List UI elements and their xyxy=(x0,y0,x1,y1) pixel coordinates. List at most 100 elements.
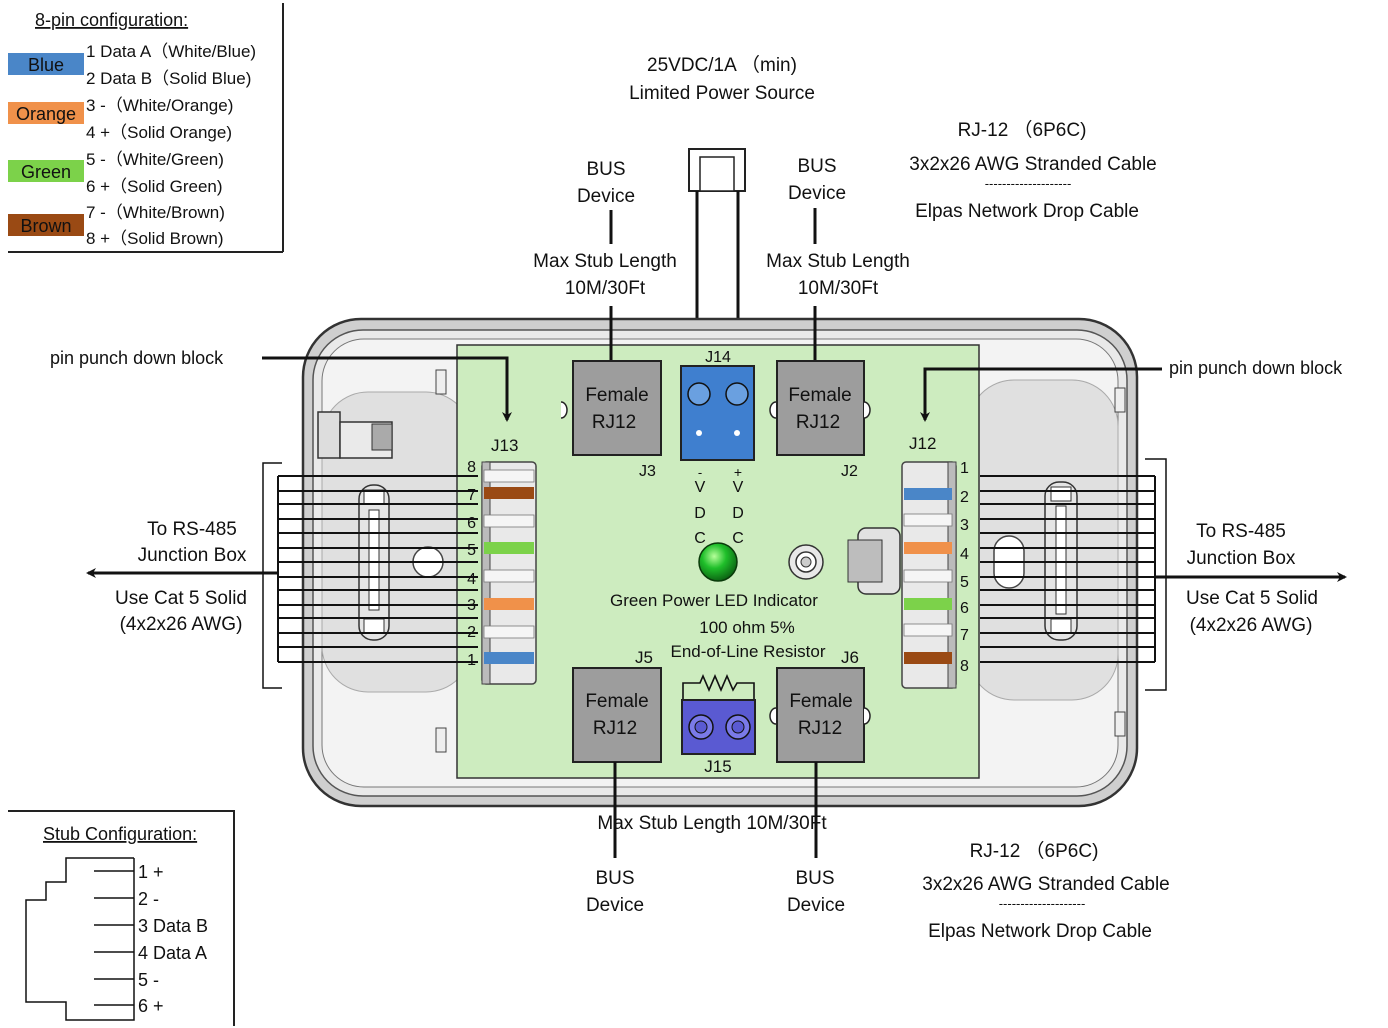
stub-config-legend: Stub Configuration: 1 + 2 - 3 Data B 4 D… xyxy=(8,810,235,1026)
side-connector xyxy=(847,527,901,595)
pin-config-title: 8-pin configuration: xyxy=(35,10,188,30)
stub-pin-label: 3 Data B xyxy=(138,916,208,936)
punch-block-j13: 8 7 6 5 4 3 2 1 xyxy=(467,459,537,685)
power-terminal-j14 xyxy=(680,365,755,461)
cable-type: RJ-12 （6P6C) xyxy=(970,840,1099,862)
cable-type-label: Use Cat 5 Solid xyxy=(1186,588,1318,609)
cable-type: RJ-12 （6P6C) xyxy=(958,119,1087,141)
pin-number: 6 xyxy=(960,600,969,617)
max-stub-label: Max Stub Length xyxy=(533,251,677,272)
rj12-j5: Female RJ12 xyxy=(572,667,662,858)
pin-config-item: 5 -（White/Green) xyxy=(86,150,224,169)
wire-slot-orange xyxy=(484,598,534,610)
vdc-letter: V xyxy=(733,479,744,496)
j5-label: J5 xyxy=(635,648,653,667)
pin-number: 4 xyxy=(467,571,476,588)
reset-button-icon xyxy=(788,544,824,580)
resistor-icon xyxy=(682,673,755,713)
pin-number: 3 xyxy=(960,517,969,534)
female-label: Female xyxy=(788,385,851,406)
pin-number: 7 xyxy=(467,487,476,504)
cable-spec-bottom: RJ-12 （6P6C) 3x2x26 AWG Stranded Cable -… xyxy=(922,840,1170,942)
stub-pin-label: 5 - xyxy=(138,970,159,990)
device-label: Device xyxy=(787,895,845,916)
wire-slot-orange xyxy=(904,542,952,554)
terminal-j15 xyxy=(681,699,756,755)
pin-config-item: 1 Data A（White/Blue) xyxy=(86,42,256,61)
cable-gauge: 3x2x26 AWG Stranded Cable xyxy=(909,154,1157,175)
rj12-label: RJ12 xyxy=(592,412,636,433)
rs485-label: To RS-485 xyxy=(1196,521,1286,542)
rs485-left: To RS-485 Junction Box Use Cat 5 Solid (… xyxy=(115,519,247,635)
pin-number: 3 xyxy=(467,597,476,614)
power-source-label: Limited Power Source xyxy=(629,83,815,104)
j14-label: J14 xyxy=(705,349,731,366)
max-stub-value: 10M/30Ft xyxy=(798,278,879,299)
pin-number: 5 xyxy=(467,542,476,559)
pin-number: 8 xyxy=(960,658,969,675)
wire-slot-green xyxy=(484,542,534,554)
wire-slot-blue xyxy=(484,652,534,664)
device-label: Device xyxy=(788,183,846,204)
wire-slot-green xyxy=(904,598,952,610)
pin-config-item: 4 +（Solid Orange) xyxy=(86,123,232,142)
rj12-j3: Female RJ12 xyxy=(560,306,662,456)
wire-slot-brown xyxy=(904,652,952,664)
bus-label: BUS xyxy=(795,868,834,889)
vdc-plus-label: + V D C xyxy=(732,464,744,547)
resistor-label: End-of-Line Resistor xyxy=(671,642,826,661)
green-label: Green xyxy=(21,162,71,182)
bus-wires xyxy=(277,475,1156,663)
blue-swatch xyxy=(8,53,84,75)
power-spec: 25VDC/1A （min) xyxy=(647,54,797,76)
rj12-j6: Female RJ12 xyxy=(769,667,871,858)
vdc-minus-label: - V D C xyxy=(694,465,706,547)
j2-label: J2 xyxy=(841,463,858,480)
wire-slot-brown xyxy=(484,487,534,499)
max-stub-label: Max Stub Length xyxy=(766,251,910,272)
device-label: Device xyxy=(577,186,635,207)
orange-swatch xyxy=(8,102,84,124)
pin-number: 4 xyxy=(960,546,969,563)
pin-number: 8 xyxy=(467,459,476,476)
cable-gauge-label: (4x2x26 AWG) xyxy=(120,614,243,635)
cable-name: Elpas Network Drop Cable xyxy=(915,201,1139,222)
pin-config-item: 8 +（Solid Brown) xyxy=(86,229,223,248)
j12-label: J12 xyxy=(909,434,936,453)
stub-pin-label: 2 - xyxy=(138,889,159,909)
junction-box-label: Junction Box xyxy=(138,545,247,566)
female-label: Female xyxy=(585,385,648,406)
orange-label: Orange xyxy=(16,104,76,124)
rj12-label: RJ12 xyxy=(593,718,637,739)
rj12-plug-outline-icon xyxy=(25,857,135,1021)
punch-block-j12: 1 2 3 4 5 6 7 8 xyxy=(901,460,969,689)
cable-divider: -------------------- xyxy=(999,896,1086,911)
bus-label: BUS xyxy=(595,868,634,889)
j6-label: J6 xyxy=(841,648,859,667)
bus-device-bottom-right: BUS Device xyxy=(787,868,845,916)
stub-config-title: Stub Configuration: xyxy=(43,824,197,844)
wire-slot-blue xyxy=(904,488,952,500)
pin-config-item: 3 -（White/Orange) xyxy=(86,96,233,115)
pin-config-item: 6 +（Solid Green) xyxy=(86,177,223,196)
pin-number: 2 xyxy=(960,489,969,506)
pin-number: 5 xyxy=(960,574,969,591)
bus-device-top-right: BUS Device xyxy=(788,156,846,204)
cable-spec-top: RJ-12 （6P6C) 3x2x26 AWG Stranded Cable -… xyxy=(909,119,1157,222)
max-stub-value: 10M/30Ft xyxy=(565,278,646,299)
rj12-j2: Female RJ12 xyxy=(769,306,871,456)
rj12-label: RJ12 xyxy=(798,718,842,739)
cable-gauge-label: (4x2x26 AWG) xyxy=(1190,615,1313,636)
vdc-letter: C xyxy=(694,530,706,547)
rs485-label: To RS-485 xyxy=(147,519,237,540)
brown-label: Brown xyxy=(20,216,71,236)
pin-number: 1 xyxy=(960,460,969,477)
female-label: Female xyxy=(789,691,852,712)
pin-number: 6 xyxy=(467,515,476,532)
blue-label: Blue xyxy=(28,55,64,75)
green-swatch xyxy=(8,160,84,182)
j13-label: J13 xyxy=(491,436,518,455)
vdc-letter: D xyxy=(732,505,744,522)
punch-block-label-right: pin punch down block xyxy=(1169,358,1343,378)
